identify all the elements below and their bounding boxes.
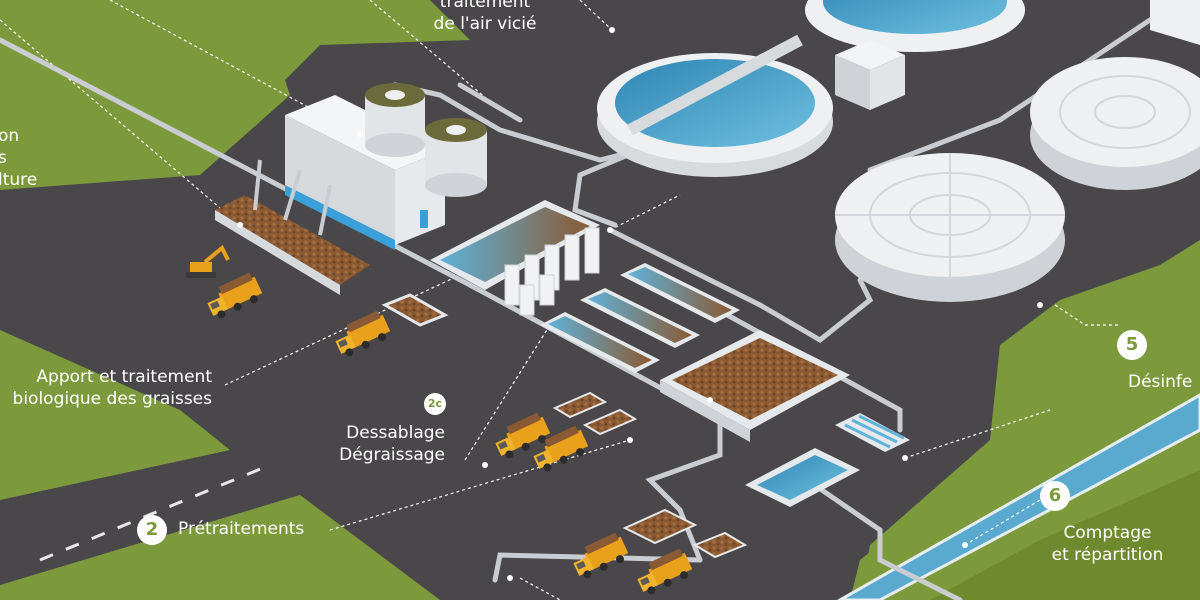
sand-grease-label: Dessablage Dégraissage — [325, 422, 445, 466]
canal — [836, 393, 1200, 600]
covered-tank-center — [835, 153, 1065, 302]
badge-metering: 6 — [1040, 481, 1070, 511]
clarifier-top — [597, 34, 833, 177]
sand-grease-line-1: Dessablage — [346, 423, 445, 443]
metering-line-2: et répartition — [1051, 545, 1164, 565]
left-edge-line-1: on — [0, 126, 20, 146]
air-treatment-line-1: traitement — [439, 0, 531, 12]
badge-pretreatment: 2 — [137, 515, 167, 545]
small-building — [835, 40, 905, 110]
inlet-channel — [430, 200, 600, 290]
grass-patch-left — [0, 330, 230, 500]
covered-tank-right — [1030, 57, 1200, 190]
compost-bed — [215, 159, 370, 295]
air-treatment-label: traitement de l'air vicié — [415, 0, 555, 35]
pretreatment-label: Prétraitements — [178, 519, 305, 539]
building-top-right — [1150, 0, 1200, 45]
sludge-basin-1 — [381, 293, 449, 327]
air-treatment-line-2: de l'air vicié — [433, 14, 537, 34]
aeration-tanks — [540, 263, 740, 373]
left-edge-line-3: lture — [0, 170, 38, 190]
sludge-bins — [552, 391, 748, 559]
dark-field — [930, 470, 1200, 600]
badge-sand-grease: 2c — [424, 393, 446, 415]
metering-line-1: Comptage — [1063, 523, 1152, 543]
filter-channels — [835, 413, 910, 452]
metering-basin — [745, 448, 860, 507]
excavator — [186, 244, 230, 278]
grass-patch-upper-left — [0, 0, 470, 190]
digester-2 — [425, 118, 487, 197]
grease-treatment-line-1: Apport et traitement — [36, 367, 212, 387]
disinfection-label: Désinfe — [1128, 372, 1193, 392]
grass-patch-bottom-left — [0, 495, 440, 600]
leader-dots — [237, 27, 1043, 581]
grease-treatment-line-2: biologique des graisses — [12, 389, 212, 409]
left-edge-line-2: s — [0, 148, 7, 168]
badge-disinfection: 5 — [1117, 330, 1147, 360]
road-markings — [39, 463, 271, 562]
left-edge-label: on s lture — [0, 125, 37, 191]
digester-1 — [365, 83, 425, 157]
grease-treatment-label: Apport et traitement biologique des grai… — [5, 366, 212, 410]
clarifier-top-right — [805, 0, 1025, 52]
grit-basin — [660, 330, 850, 442]
silos — [504, 227, 600, 316]
metering-label: Comptage et répartition — [1035, 522, 1180, 566]
sand-grease-line-2: Dégraissage — [339, 445, 445, 465]
